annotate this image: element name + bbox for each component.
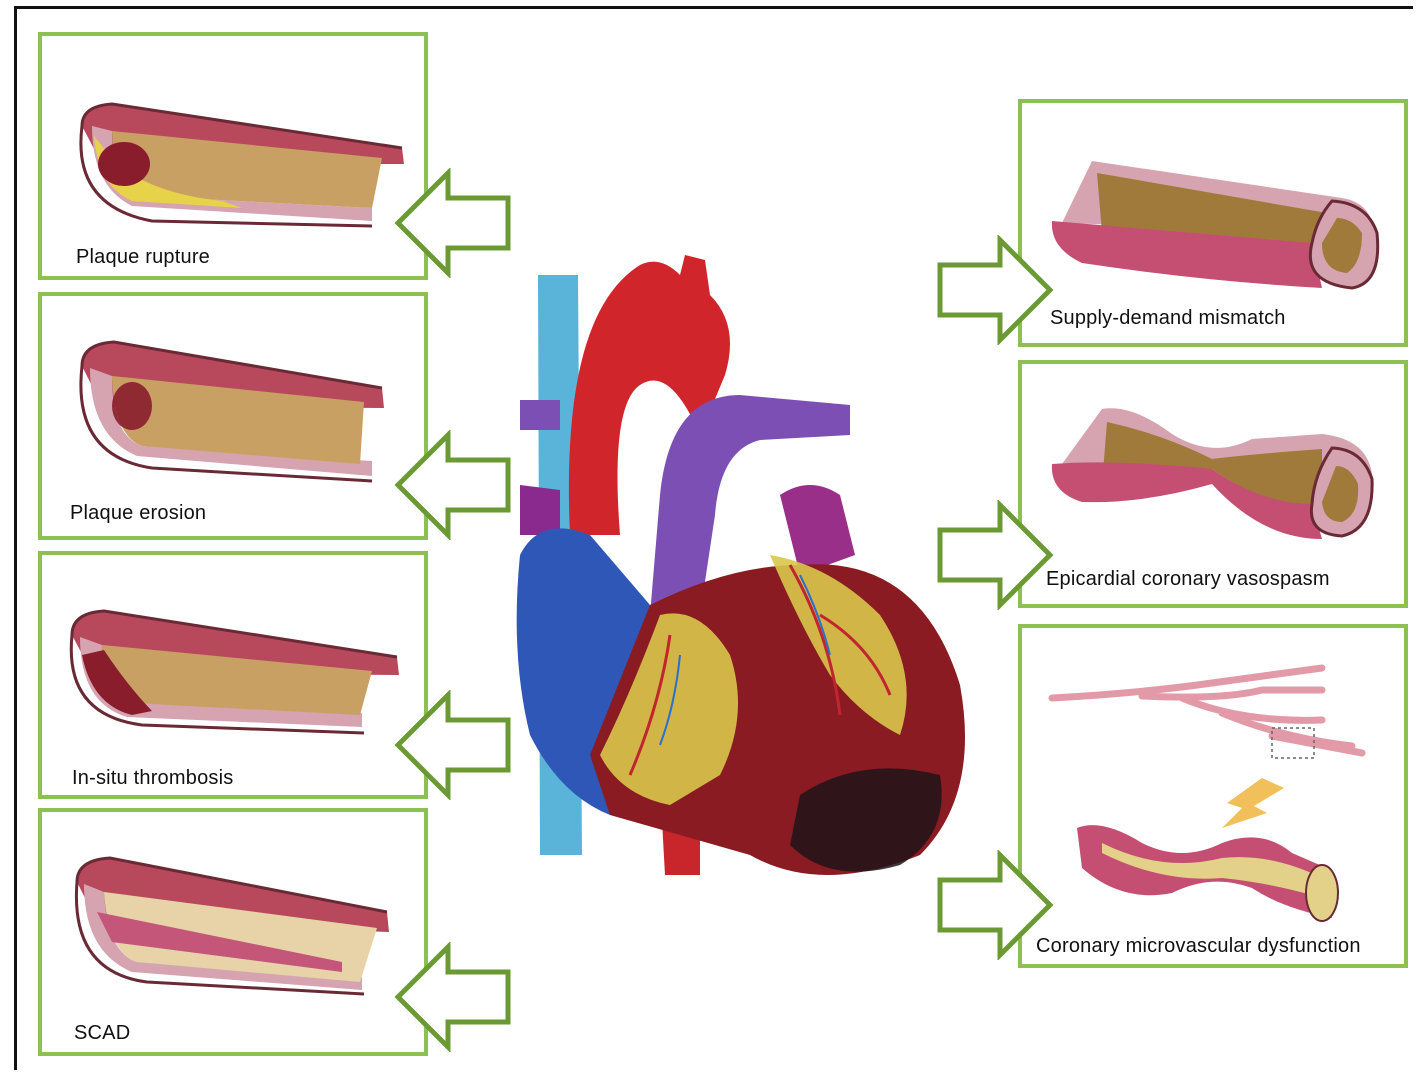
arrow-left-4-icon [393, 942, 515, 1052]
panel-in-situ-thrombosis: In-situ thrombosis [38, 551, 428, 799]
arrow-right-2-icon [933, 500, 1055, 610]
panel-scad: SCAD [38, 808, 428, 1056]
panel-microvascular-dysfunction: Coronary microvascular dysfunction [1018, 624, 1408, 968]
panel-plaque-erosion: Plaque erosion [38, 292, 428, 540]
arrow-left-1-icon [393, 168, 515, 278]
label-plaque-rupture: Plaque rupture [76, 246, 210, 269]
arrow-right-1-icon [933, 235, 1055, 345]
arrow-left-3-icon [393, 690, 515, 800]
label-plaque-erosion: Plaque erosion [70, 502, 206, 525]
panel-supply-demand-mismatch: Supply-demand mismatch [1018, 99, 1408, 347]
vessel-scad-illustration [42, 812, 424, 1052]
label-scad: SCAD [74, 1022, 130, 1045]
label-epicardial-vasospasm: Epicardial coronary vasospasm [1046, 568, 1330, 591]
panel-plaque-rupture: Plaque rupture [38, 32, 428, 280]
label-supply-demand-mismatch: Supply-demand mismatch [1050, 307, 1286, 330]
arrow-right-3-icon [933, 850, 1055, 960]
vessel-plaque-erosion-illustration [42, 296, 424, 536]
label-microvascular-dysfunction: Coronary microvascular dysfunction [1036, 935, 1361, 958]
heart-illustration [500, 235, 980, 885]
vessel-thrombosis-illustration [42, 555, 424, 795]
vessel-plaque-rupture-illustration [42, 36, 424, 276]
panel-epicardial-vasospasm: Epicardial coronary vasospasm [1018, 360, 1408, 608]
microvessel-illustration [1022, 628, 1404, 964]
arrow-left-2-icon [393, 430, 515, 540]
label-in-situ-thrombosis: In-situ thrombosis [72, 767, 233, 790]
